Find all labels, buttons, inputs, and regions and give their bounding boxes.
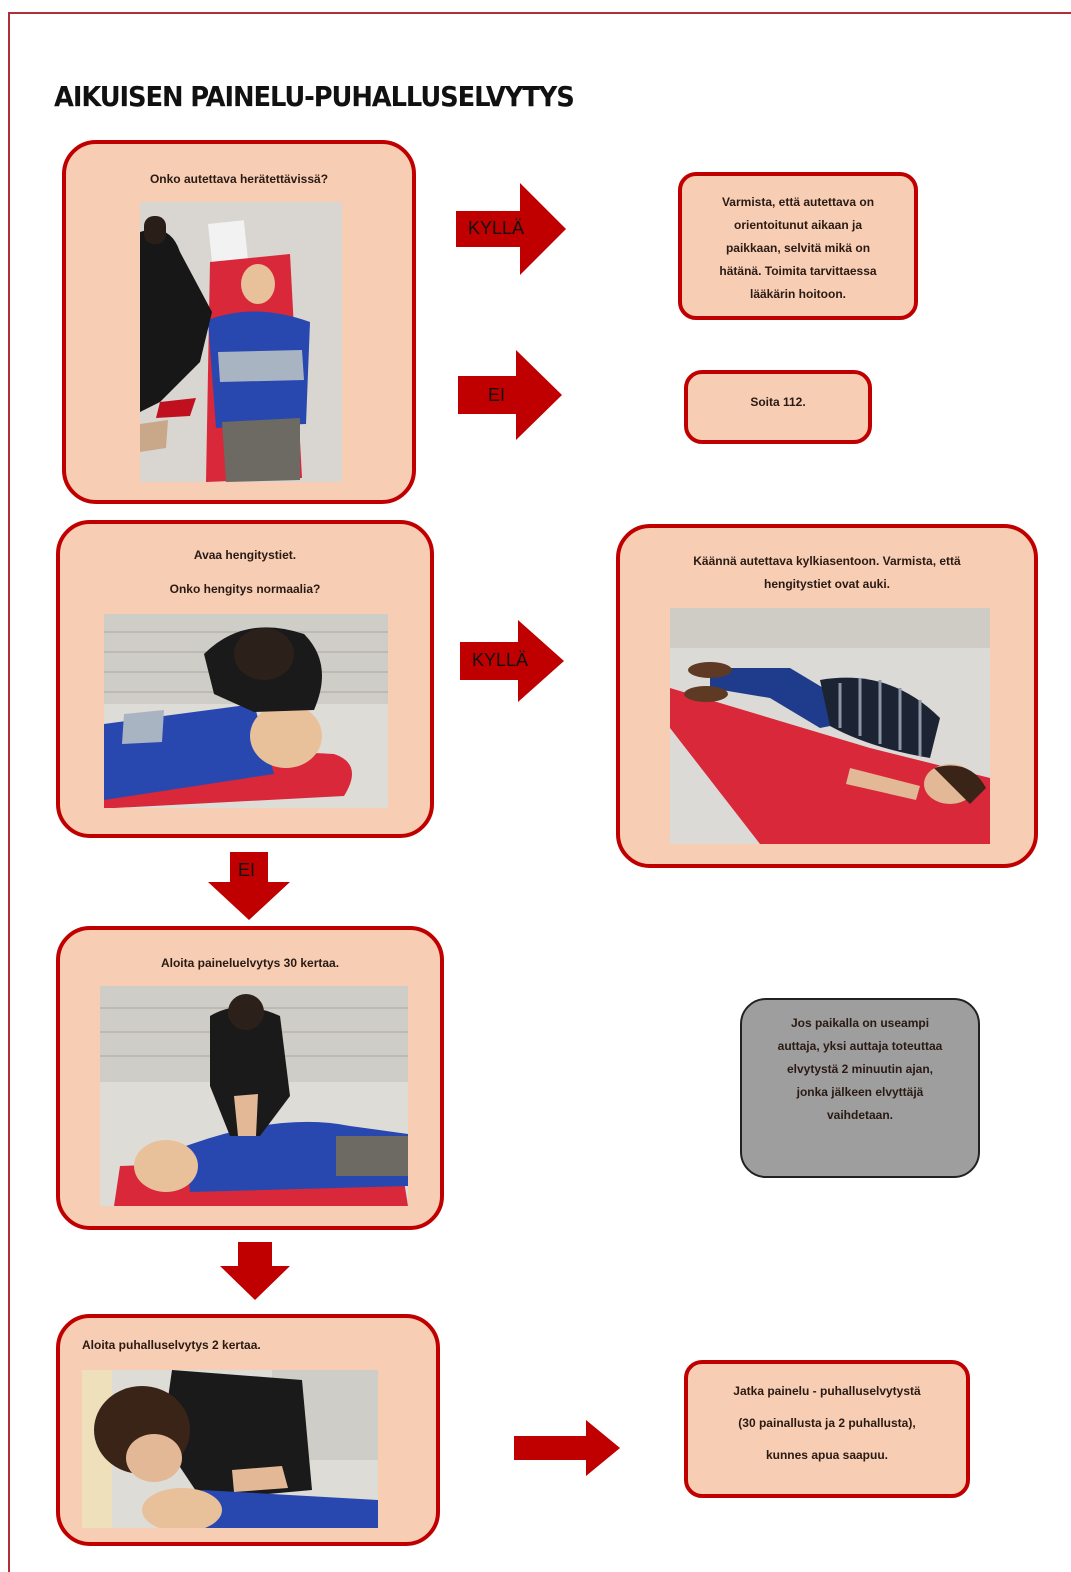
arrow-label-yes-2: KYLLÄ <box>472 650 528 671</box>
arrow-no-1 <box>458 350 562 440</box>
yes-text-4: hätänä. Toimita tarvittaessa <box>682 260 914 283</box>
note-box-rescuers: Jos paikalla on useampi auttaja, yksi au… <box>740 998 980 1178</box>
photo-chest-compressions <box>100 986 408 1206</box>
photo-check-breathing <box>104 614 388 808</box>
step-question: Onko autettava herätettävissä? <box>66 168 412 191</box>
no-text-call: Soita 112. <box>688 391 868 414</box>
photo-check-response <box>140 202 342 482</box>
note-text-3: elvytystä 2 minuutin ajan, <box>742 1058 978 1081</box>
step-box-compressions: Aloita painelu­elvytys 30 kertaa. <box>56 926 444 1230</box>
no-box-call: Soita 112. <box>684 370 872 444</box>
final-text-3: kunnes apua saapuu. <box>688 1444 966 1467</box>
yes-box-orientation: Varmista, että autettava on orientoitunu… <box>678 172 918 320</box>
rescue-breaths-text: Aloita puhalluselvytys 2 kertaa. <box>60 1334 436 1357</box>
photo-rescue-breaths <box>82 1370 378 1528</box>
compressions-text: Aloita painelu­elvytys 30 kertaa. <box>60 952 440 975</box>
yes-text-1: Varmista, että autettava on <box>682 191 914 214</box>
step-breathing-question: Onko hengitys normaalia? <box>60 578 430 601</box>
note-text-5: vaihdetaan. <box>742 1104 978 1127</box>
note-text-4: jonka jälkeen elvyttäjä <box>742 1081 978 1104</box>
final-text-1: Jatka painelu - puhalluselvytystä <box>688 1380 966 1403</box>
final-text-2: (30 painallusta ja 2 puhallusta), <box>688 1412 966 1435</box>
yes-box-recovery-position: Käännä autettava kylkiasentoon. Varmista… <box>616 524 1038 868</box>
recovery-text-2: hengitystiet ovat auki. <box>620 573 1034 596</box>
final-box-continue-cpr: Jatka painelu - puhalluselvytystä (30 pa… <box>684 1360 970 1498</box>
arrow-down-3 <box>220 1242 290 1300</box>
step-box-breathing: Avaa hengitystiet. Onko hengitys normaal… <box>56 520 434 838</box>
page-title: AIKUISEN PAINELU-PUHALLUSELVYTYS <box>54 80 574 113</box>
step-box-consciousness: Onko autettava herätettävissä? <box>62 140 416 504</box>
step-airway-text: Avaa hengitystiet. <box>60 544 430 567</box>
photo-recovery-position <box>670 608 990 844</box>
recovery-text-1: Käännä autettava kylkiasentoon. Varmista… <box>620 550 1034 573</box>
note-text-2: auttaja, yksi auttaja toteuttaa <box>742 1035 978 1058</box>
arrow-label-no-1: EI <box>488 385 505 406</box>
arrow-label-yes-1: KYLLÄ <box>468 218 524 239</box>
step-box-rescue-breaths: Aloita puhalluselvytys 2 kertaa. <box>56 1314 440 1546</box>
note-text-1: Jos paikalla on useampi <box>742 1012 978 1035</box>
arrow-continue <box>514 1420 620 1476</box>
yes-text-5: lääkärin hoitoon. <box>682 283 914 306</box>
arrow-label-no-2: EI <box>238 860 255 881</box>
yes-text-2: orientoitunut aikaan ja <box>682 214 914 237</box>
yes-text-3: paikkaan, selvitä mikä on <box>682 237 914 260</box>
